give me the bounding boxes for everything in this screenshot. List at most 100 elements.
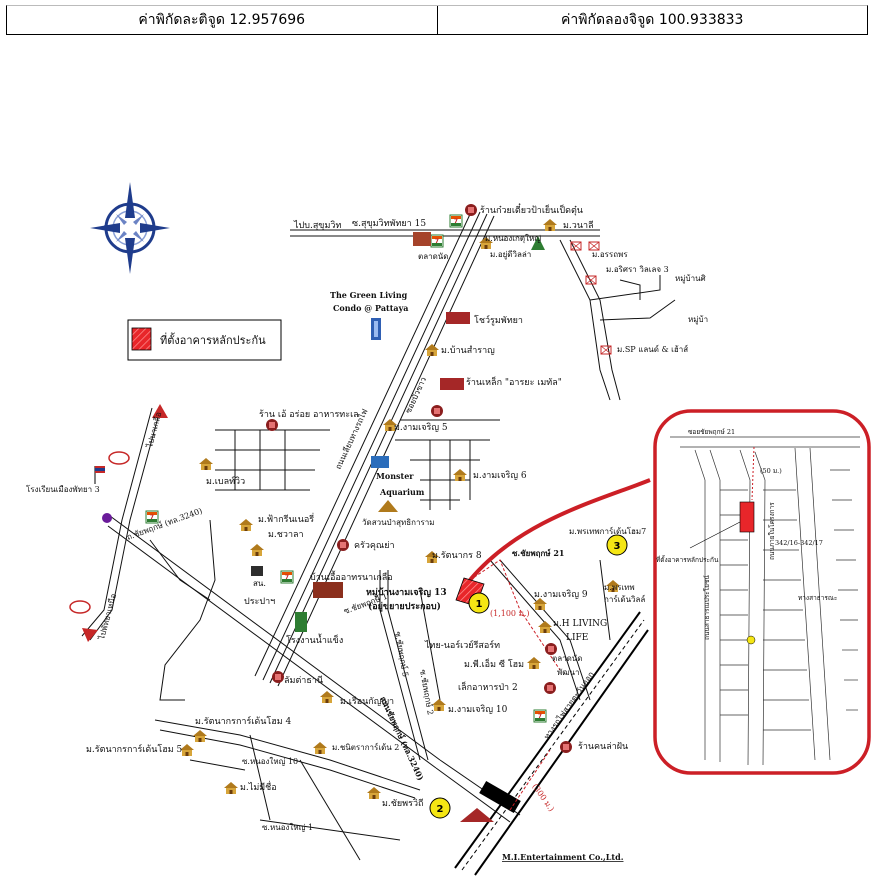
label-baisri: ม.เบลท์วิว — [206, 475, 245, 487]
marker-1: 1 — [468, 592, 490, 614]
label-soi-nongyai-10: ซ.หนองใหญ่ 10 — [242, 757, 298, 766]
legend-swatch — [131, 327, 152, 351]
label-sp: ม.SP แลนด์ & เฮ้าส์ — [617, 344, 688, 354]
label-talad-nad: ตลาดนัด — [418, 252, 448, 261]
legend-label: ที่ตั้งอาคารหลักประกัน — [160, 332, 266, 347]
arrow-north-icon — [152, 404, 168, 418]
label-ngam-10: ม.งามเจริญ 10 — [448, 704, 508, 715]
marker-3: 3 — [606, 534, 628, 556]
label-dist-1100: (1,100 ม.) — [490, 609, 530, 618]
restaurant-icon — [560, 741, 572, 753]
village-icon — [600, 345, 612, 355]
svg-text:3: 3 — [614, 541, 621, 552]
label-ban-ua: บ้านเอื้ออาทรนาเกลือ — [310, 570, 393, 583]
label-to-north-pattaya: ไปพัทยาเหนือ — [97, 592, 118, 641]
railway-line — [454, 611, 649, 876]
showroom-icon — [446, 312, 470, 324]
school-flag-icon — [94, 466, 105, 484]
inset-road-mid-label: ถนนภายในโครงการ — [768, 502, 776, 560]
label-ps-home: ม.พี.เอ็ม ซี โฮม — [464, 657, 524, 670]
label-monster-2: Aquarium — [379, 487, 425, 497]
label-krua-khunya: ครัวคุณย่า — [354, 541, 395, 551]
label-school: โรงเรียนเมืองพัทยา 3 — [26, 484, 100, 494]
label-thai-north: ไทย-นอร์เวย์รีสอร์ท — [424, 639, 500, 651]
label-green-living-1: The Green Living — [330, 290, 408, 300]
coordinate-header: ค่าพิกัดละติจูด 12.957696 ค่าพิกัดลองจิจ… — [6, 5, 868, 35]
restaurant-icon — [266, 419, 278, 431]
label-ngam-5: ม.งามเจริญ 5 — [394, 422, 448, 433]
inset-dist-label: (50 ม.) — [760, 467, 782, 475]
house-icon — [239, 519, 253, 531]
label-to-sukhumvit: ไปบ.สุขุมวิท — [293, 220, 341, 231]
label-soi-15: ซ.สุขุมวิทพัทยา 15 — [352, 218, 426, 229]
restaurant-icon — [337, 539, 349, 551]
label-soi-buakhao: ซอยบัวขาว — [404, 376, 429, 415]
house-icon — [193, 730, 207, 742]
aquarium-icon — [371, 456, 389, 468]
label-green-living-2: Condo @ Pattaya — [333, 303, 408, 313]
tree-icon — [531, 236, 545, 250]
label-chanita: ม.ชนิตราการ์เด้น 2 — [332, 742, 399, 752]
label-chawala: ม.ชวาลา — [268, 530, 304, 540]
police-station-icon — [251, 566, 263, 576]
inset-building-label: ที่ตั้งอาคารหลักประกัน — [656, 555, 719, 564]
label-rattanakorn-4: ม.รัตนากรการ์เด้นโฮม 4 — [195, 715, 291, 727]
label-phornthep-7: ม.พรเทพการ์เด้นโฮม7 — [569, 526, 646, 536]
label-h-living-2: LIFE — [566, 633, 588, 643]
label-soi-nongyai-1: ซ.หนองใหญ่ 1 — [262, 823, 313, 832]
label-athon: ม.อรรถพร — [592, 250, 628, 259]
label-pratu: ประปาฯ — [244, 597, 275, 607]
house-icon — [320, 691, 334, 703]
house-icon — [224, 782, 238, 794]
esso-icon — [108, 451, 130, 465]
road-network — [81, 209, 676, 861]
label-phornthep-village-1: ม.พรเทพ — [604, 583, 635, 592]
house-icon — [543, 219, 557, 231]
label-lek-pa: เล็กอาหารป่า 2 — [458, 680, 518, 693]
esso-icon — [69, 600, 91, 614]
seven-eleven-icon — [145, 510, 159, 524]
house-icon — [538, 621, 552, 633]
landmark-icon — [102, 513, 112, 523]
steel-shop-icon — [440, 378, 464, 390]
label-rattanakorn-8: ม.รัตนากร 8 — [432, 551, 482, 561]
inset-map: ซอยชัยพฤกษ์ 21 (50 ม.) ที่ตั้งอาคารหลักป… — [653, 409, 871, 775]
svg-text:2: 2 — [437, 804, 444, 815]
label-soi-chai-2: ซ.ชัยพฤกษ์ 2 — [418, 669, 436, 716]
house-icon — [367, 787, 381, 799]
label-soi-21: ซ.ชัยพฤกษ์ 21 — [512, 548, 564, 558]
seven-eleven-icon — [449, 214, 463, 228]
house-icon — [313, 742, 327, 754]
svg-text:1: 1 — [476, 599, 483, 610]
label-phornthep-village-2: การ์เด้นวิลล์ — [604, 594, 645, 604]
restaurant-icon — [272, 671, 284, 683]
seven-eleven-icon — [280, 570, 294, 584]
label-mi-ent: M.I.Entertainment Co.,Ltd. — [502, 852, 624, 862]
label-road-3240b: ถนนชัยพฤกษ์ (ทล.3240) — [378, 695, 426, 783]
inset-connector — [468, 478, 651, 582]
label-greenery: ม.ฟ้ากรีนเนอรี่ — [258, 512, 314, 525]
label-dist-300: (300 ม.) — [530, 782, 556, 813]
house-icon — [425, 344, 439, 356]
label-ice-factory: โรงงานน้ำแข็ง — [286, 633, 343, 646]
house-icon — [199, 458, 213, 470]
label-ran-aroi: ร้าน เอ้ อร่อย อาหารทะเล — [259, 409, 359, 420]
label-khon-la-fun: ร้านคนล่าฝัน — [578, 741, 628, 752]
inset-public-label: ทางสาธารณะ — [798, 594, 837, 602]
label-rattanakorn-5: ม.รัตนากรการ์เด้นโฮม 5 — [86, 743, 182, 755]
market-icon — [413, 232, 431, 246]
arrow-south-icon — [82, 628, 98, 642]
compass-n: N — [126, 203, 134, 214]
label-ngam-6: ม.งามเจริญ 6 — [473, 470, 527, 481]
compass-rose-icon: N E S W — [90, 182, 170, 274]
label-road-3240: ถ.ชัยพฤกษ์ (ทล.3240) — [125, 505, 203, 542]
label-ban-samran: ม.บ้านสำราญ — [441, 345, 495, 356]
label-moo-ngam-13-1: หมู่บ้านงามเจริญ 13 — [366, 587, 447, 598]
label-lum-tanee: ลัมต่าธานี — [284, 675, 323, 686]
label-moo-ban: หมู่บ้า — [688, 315, 708, 325]
label-moo-bansri: หมู่บ้านศิ — [675, 274, 706, 284]
label-to-naklua: ไปนาเกลือ — [145, 411, 163, 450]
label-ran-lek: ร้านเหล็ก "อารยะ เมทัล" — [466, 375, 562, 388]
label-chaiyaphruek: ม.ชัยพรวิถี — [382, 798, 423, 809]
